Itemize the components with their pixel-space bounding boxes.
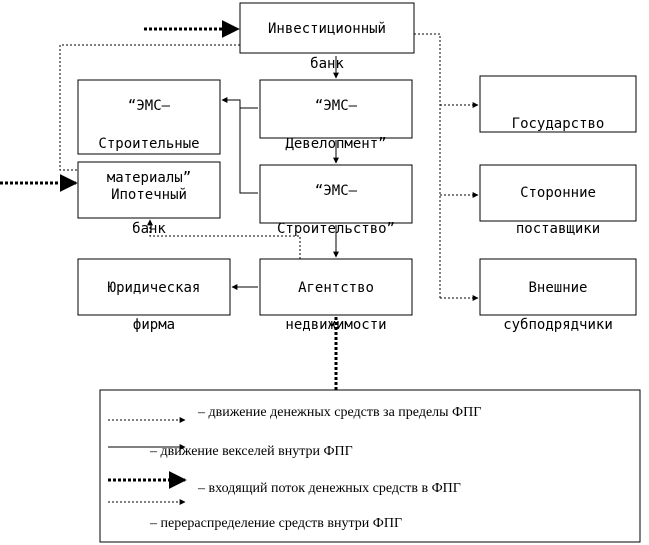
legend-label-redistribution: – перераспределение средств внутри ФПГ: [149, 516, 402, 531]
invest-bank-label-2: банк: [310, 56, 344, 72]
ems-materials-line2: Строительные: [98, 136, 199, 152]
box-state: Государство: [479, 75, 637, 133]
suppliers-line1: Сторонние: [520, 185, 596, 201]
invest-bank-label: Инвестиционный: [268, 21, 386, 37]
legend: – движение денежных средств за пределы Ф…: [99, 389, 641, 543]
law-firm-line1: Юридическая: [108, 280, 201, 296]
box-mortgage-bank: материалы” Ипотечный: [77, 161, 221, 219]
ems-materials-line3: материалы”: [107, 170, 191, 186]
subcontractors-line2: субподрядчики: [503, 317, 613, 333]
box-real-estate-agency: Агентство: [259, 258, 413, 316]
box-third-party-suppliers: Сторонние: [479, 164, 637, 222]
ems-materials-line1: “ЭМС–: [128, 98, 171, 114]
mortgage-bank-line2: банк: [132, 221, 166, 237]
box-ems-development: “ЭМС– Девелопмент”: [259, 79, 413, 152]
box-investment-bank: Инвестиционный: [239, 2, 415, 54]
mortgage-bank-line1: Ипотечный: [111, 187, 187, 203]
flow-development-to-materials: [221, 97, 258, 109]
flow-invest-to-external: [414, 33, 441, 298]
agency-line1: Агентство: [298, 280, 374, 296]
legend-label-bills: – движение векселей внутри ФПГ: [149, 444, 353, 459]
subcontractors-line1: Внешние: [528, 280, 587, 296]
legend-label-inflow: – входящий поток денежных средств в ФПГ: [197, 481, 461, 496]
ems-construction-line1: “ЭМС–: [315, 183, 358, 199]
state-label: Государство: [512, 116, 605, 132]
legend-label-outflow: – движение денежных средств за пределы Ф…: [197, 405, 481, 420]
flow-invest-to-left: [59, 44, 240, 171]
box-external-subcontractors: Внешние: [479, 258, 637, 316]
flow-mortgage-to-construction: [239, 108, 258, 194]
box-law-firm: Юридическая: [77, 258, 231, 316]
ems-development-line1: “ЭМС–: [315, 98, 358, 114]
box-ems-building-materials: “ЭМС– Строительные: [77, 79, 221, 155]
suppliers-line2: поставщики: [516, 221, 600, 237]
flow-agency-to-mortgage: [147, 219, 301, 259]
law-firm-line2: фирма: [133, 317, 175, 333]
